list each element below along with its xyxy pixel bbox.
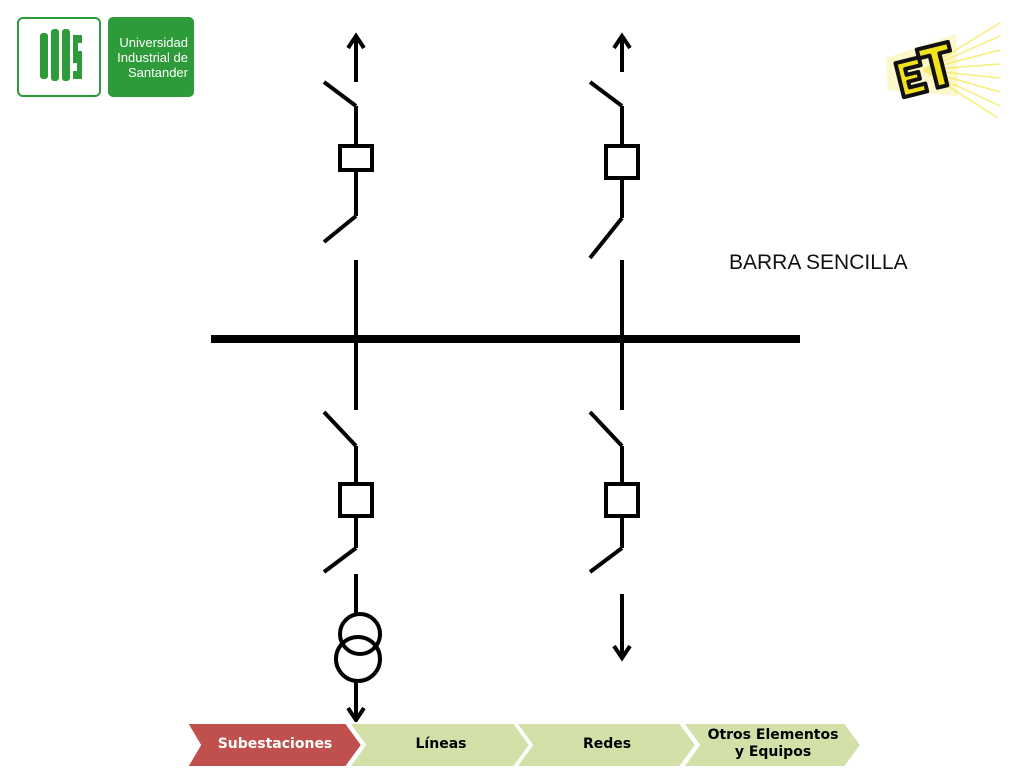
disconnector-blade xyxy=(588,80,624,108)
arrow-head xyxy=(346,32,366,50)
et-logo-icon xyxy=(878,18,1003,123)
uis-monogram-icon xyxy=(17,17,101,97)
right-lower-feeder xyxy=(588,410,640,662)
tab-lineas[interactable] xyxy=(347,722,532,768)
tab-label-otros-elementos[interactable]: Otros Elementos y Equipos xyxy=(707,727,839,760)
diagram-title: BARRA SENCILLA xyxy=(729,251,908,274)
right-upper-feeder xyxy=(588,32,640,410)
arrow-head xyxy=(612,644,632,662)
tab-label-lineas[interactable]: Líneas xyxy=(415,736,467,752)
transformer-winding xyxy=(338,612,382,656)
disconnector-blade xyxy=(322,214,358,244)
disconnector-blade xyxy=(322,546,358,574)
left-upper-feeder xyxy=(322,32,374,410)
uis-name-block: Universidad Industrial de Santander xyxy=(108,17,194,97)
tab-label-subestaciones[interactable]: Subestaciones xyxy=(217,736,333,752)
left-lower-feeder xyxy=(322,410,382,724)
disconnector-blade xyxy=(588,410,624,448)
disconnector-blade xyxy=(322,80,358,108)
tab-label-redes[interactable]: Redes xyxy=(582,736,632,752)
tab-redes[interactable] xyxy=(514,722,698,768)
uis-name-line: Santander xyxy=(128,65,188,80)
arrow-head xyxy=(346,706,366,724)
uis-logo: Universidad Industrial de Santander xyxy=(17,17,197,101)
uis-name-line: Universidad xyxy=(119,35,188,50)
tab-otros-elementos[interactable] xyxy=(681,722,863,768)
tab-subestaciones[interactable] xyxy=(185,722,364,768)
disconnector-blade xyxy=(588,546,624,574)
disconnector-blade xyxy=(322,410,358,448)
uis-name-line: Industrial de xyxy=(117,50,188,65)
disconnector-blade xyxy=(588,216,624,260)
arrow-head xyxy=(612,32,632,50)
